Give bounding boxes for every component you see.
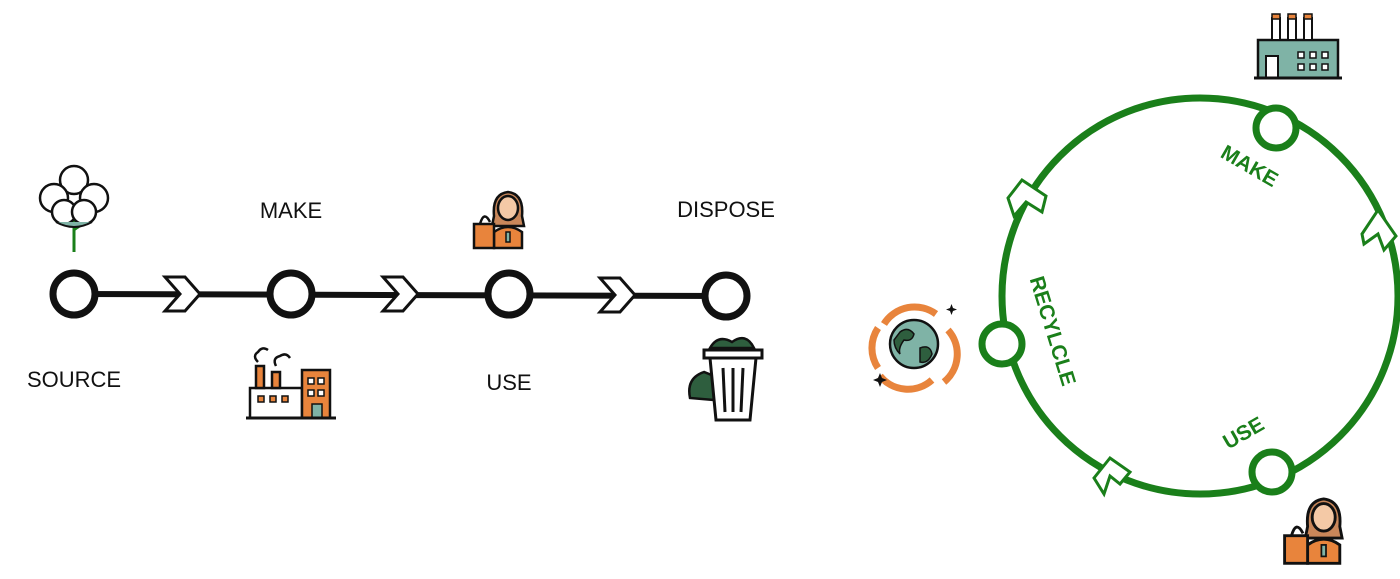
stage-label-use: USE: [486, 370, 531, 395]
stage-node-source: [49, 269, 99, 319]
globe-recycle-icon: [868, 303, 961, 393]
circular-ring: [998, 94, 1400, 498]
ring-label-recycle: RECYLCLE: [1025, 274, 1080, 389]
ring-arrow-icon: [1360, 207, 1398, 253]
shopper-icon: [472, 164, 526, 250]
stage-node-make: [266, 269, 316, 319]
stage-node-dispose: [701, 271, 751, 321]
stage-label-dispose: DISPOSE: [677, 197, 775, 222]
cotton-plant-icon: [38, 164, 110, 252]
stage-node-use: [484, 269, 534, 319]
ring-arrow-icon: [1006, 177, 1048, 219]
ring-node-use: [1248, 448, 1296, 496]
trash-bin-icon: [688, 336, 764, 422]
factory-icon: [244, 346, 338, 420]
factory-icon: [1254, 13, 1342, 80]
ring-node-make: [1252, 104, 1300, 152]
chevron-arrow-icon: [596, 276, 638, 314]
ring-node-recycle: [978, 320, 1026, 368]
ring-arrow-icon: [1092, 455, 1133, 498]
chevron-arrow-icon: [379, 275, 421, 313]
chevron-arrow-icon: [161, 275, 203, 313]
stage-label-source: SOURCE: [27, 367, 121, 392]
stage-label-make: MAKE: [260, 198, 322, 223]
circular-economy: MAKE USE RECYLCLE: [868, 13, 1400, 565]
linear-economy: SOURCE MAKE USE DISPOSE: [27, 164, 775, 422]
shopper-icon: [1283, 467, 1344, 565]
ring-label-use: USE: [1219, 413, 1268, 455]
